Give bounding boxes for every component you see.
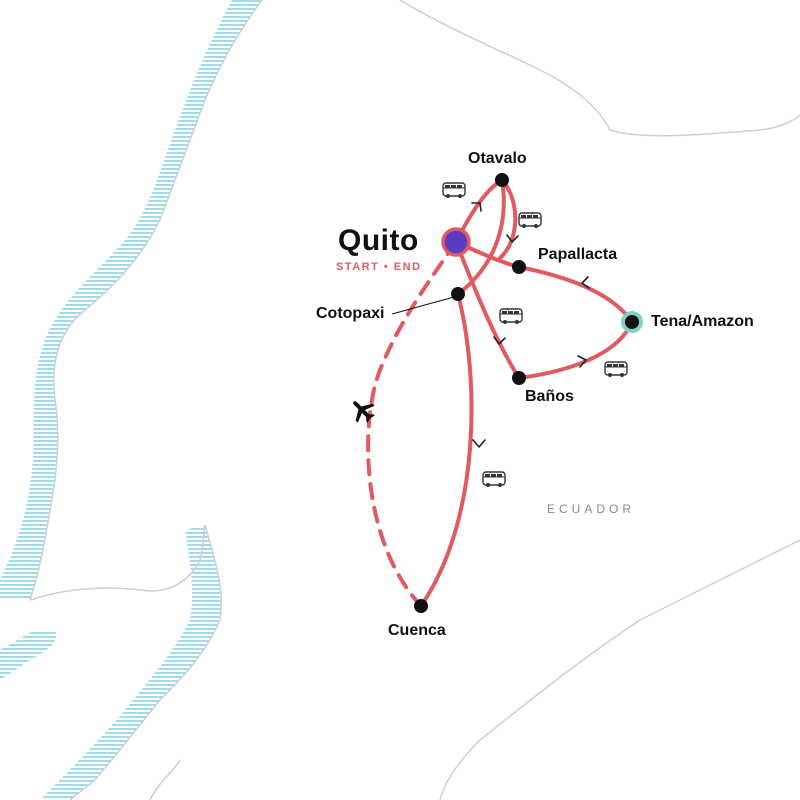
arrow-icon bbox=[506, 234, 519, 243]
stop-label-cuenca: Cuenca bbox=[388, 622, 446, 639]
route-otavalo-cotopaxi bbox=[456, 178, 506, 296]
stop-label-tena: Tena/Amazon bbox=[651, 313, 754, 330]
stop-label-papallacta: Papallacta bbox=[538, 246, 618, 263]
marker-tena bbox=[625, 315, 639, 329]
start-end-tag: START • END bbox=[336, 261, 422, 273]
direction-arrows bbox=[471, 202, 590, 448]
stop-label-cotopaxi: Cotopaxi bbox=[316, 305, 385, 322]
coastline-hatch bbox=[0, 0, 262, 800]
arrow-icon bbox=[493, 336, 506, 345]
arrow-icon bbox=[581, 276, 590, 289]
marker-banos bbox=[512, 371, 526, 385]
marker-cuenca bbox=[414, 599, 428, 613]
cotopaxi-leader-line bbox=[391, 296, 455, 315]
route-quito-banos bbox=[454, 240, 521, 380]
bus-icon bbox=[499, 308, 523, 325]
bus-icon bbox=[518, 212, 542, 229]
country-label: ECUADOR bbox=[547, 502, 636, 516]
bus-icon bbox=[604, 361, 628, 378]
bus-icon bbox=[442, 182, 466, 199]
arrow-icon bbox=[471, 202, 482, 212]
route-otavalo-papallacta bbox=[498, 178, 518, 260]
route-papallacta-tena bbox=[517, 265, 634, 324]
marker-otavalo bbox=[495, 173, 509, 187]
marker-quito-start-end bbox=[441, 227, 471, 257]
stop-markers bbox=[414, 173, 643, 613]
airplane-icon bbox=[353, 401, 375, 423]
route-cuenca-quito-flight bbox=[366, 240, 458, 608]
arrow-icon bbox=[472, 439, 486, 448]
stop-label-banos: Baños bbox=[525, 388, 574, 405]
marker-cotopaxi bbox=[451, 287, 465, 301]
bus-icon bbox=[482, 471, 506, 488]
marker-papallacta bbox=[512, 260, 526, 274]
arrow-icon bbox=[577, 355, 587, 368]
capital-label: Quito bbox=[338, 224, 419, 257]
route-cotopaxi-cuenca bbox=[419, 292, 474, 608]
stop-label-otavalo: Otavalo bbox=[468, 150, 527, 167]
land-borders bbox=[29, 0, 800, 800]
